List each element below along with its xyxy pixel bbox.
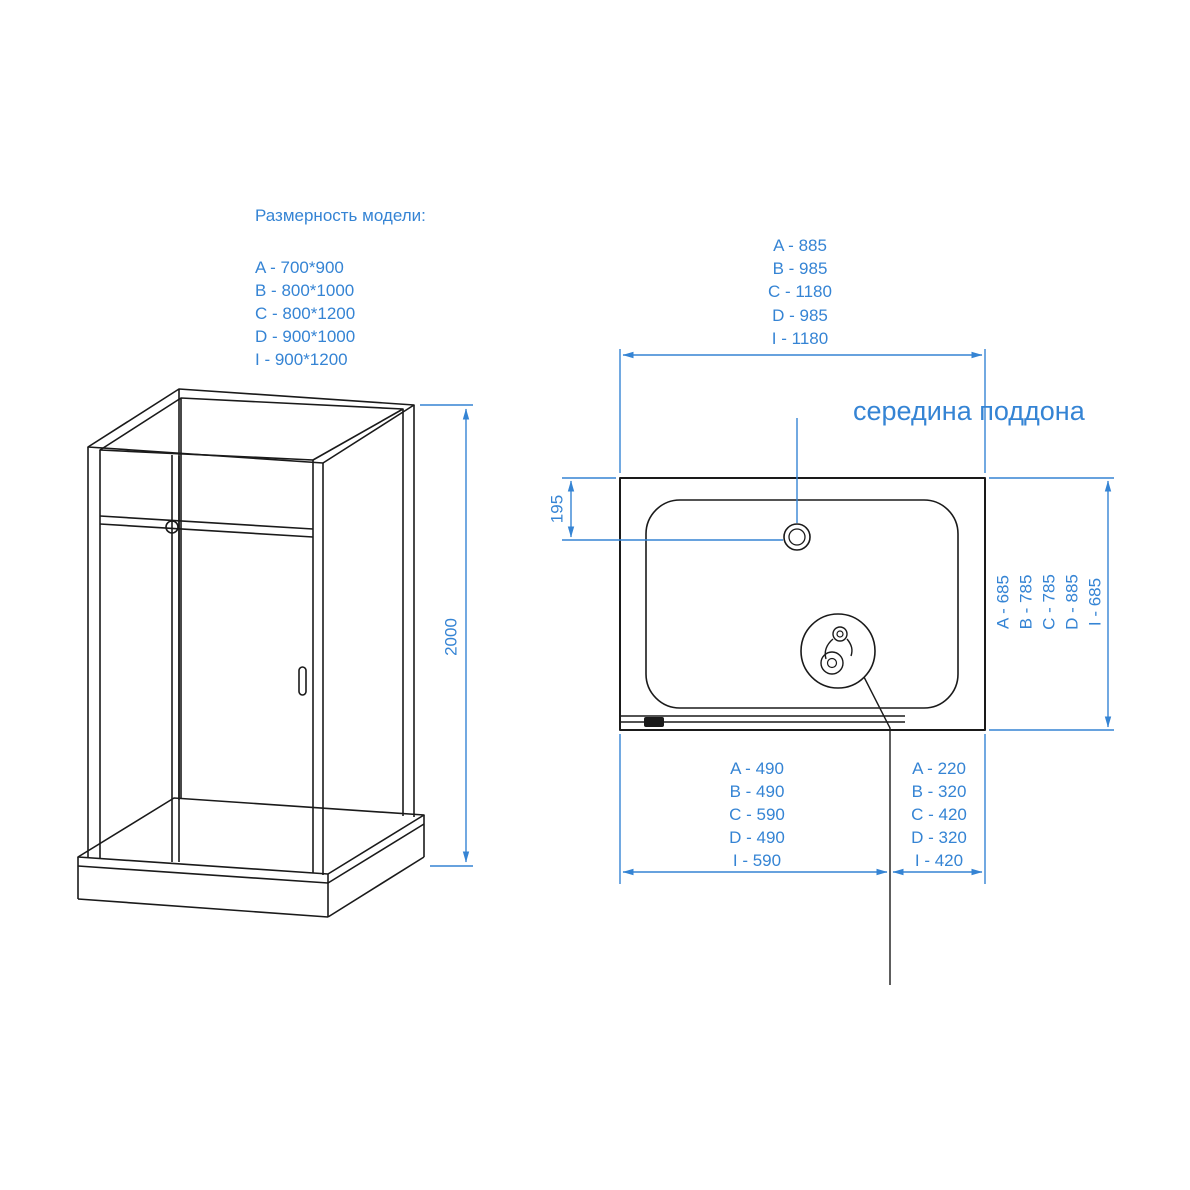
model-size-item: B - 800*1000 [255, 281, 355, 300]
width-dimension-label: C - 1180 [768, 282, 832, 301]
width-dimension-label: B - 985 [772, 259, 828, 278]
caster-leader-line [863, 676, 891, 985]
door-handle-top-view-icon [644, 717, 664, 727]
drain-outer-circle [783, 523, 811, 551]
width-dimension-label: A - 885 [773, 236, 827, 255]
bottom-right-dimension-label: I - 420 [914, 851, 964, 870]
caster-detail-icon [800, 613, 876, 689]
depth-dimension-label: C - 785 [1039, 574, 1059, 630]
bottom-left-dimension-label: I - 590 [732, 851, 782, 870]
bottom-left-dimension-label: D - 490 [729, 828, 785, 847]
model-size-item: I - 900*1200 [255, 350, 348, 369]
tray-center-callout: середина поддона [853, 396, 1085, 426]
bottom-left-dimension-label: C - 590 [729, 805, 785, 824]
depth-dimension-label: A - 685 [993, 575, 1013, 629]
bottom-right-dimension-label: B - 320 [911, 782, 967, 801]
width-dimension-label: I - 1180 [771, 329, 829, 348]
height-dimension-label: 2000 [441, 618, 461, 656]
width-dimension-label: D - 985 [772, 306, 828, 325]
bottom-right-dimension-label: C - 420 [911, 805, 967, 824]
model-size-item: C - 800*1200 [255, 304, 356, 323]
model-size-item: A - 700*900 [255, 258, 344, 277]
depth-dimension-label: I - 685 [1085, 577, 1105, 627]
isometric-cabin-drawing [77, 388, 425, 918]
door-handle-icon [298, 666, 307, 696]
bottom-left-dimension-label: A - 490 [730, 759, 784, 778]
dimension-lines [420, 349, 1114, 884]
door-roller-icon [165, 520, 179, 534]
bottom-left-dimension-label: B - 490 [729, 782, 785, 801]
drain-inner-circle [788, 528, 806, 546]
depth-dimension-label: B - 785 [1016, 574, 1036, 630]
drain-offset-label: 195 [547, 494, 567, 524]
top-view-drawing [619, 477, 986, 985]
depth-dimension-label: D - 885 [1062, 574, 1082, 630]
model-size-item: D - 900*1000 [255, 327, 356, 346]
model-sizes-title: Размерность модели: [255, 206, 426, 225]
bottom-right-dimension-label: A - 220 [912, 759, 966, 778]
bottom-right-dimension-label: D - 320 [911, 828, 967, 847]
